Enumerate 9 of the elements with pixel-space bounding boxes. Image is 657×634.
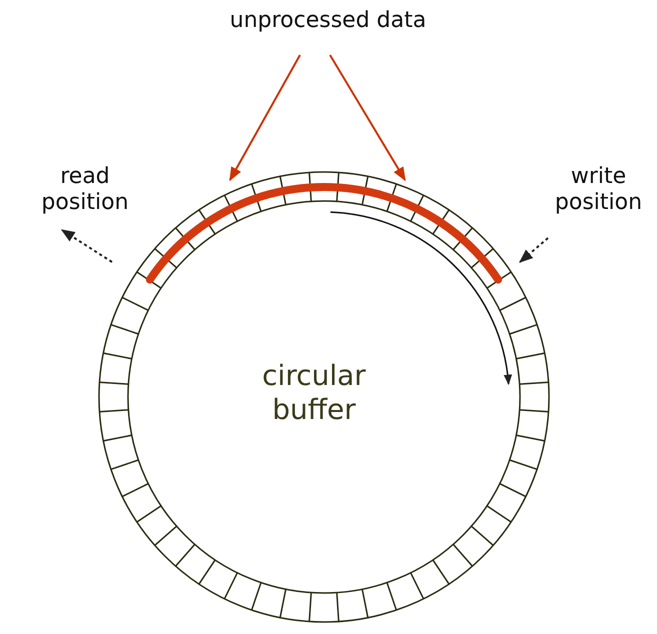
arrow bbox=[229, 54, 301, 182]
arrow bbox=[329, 54, 406, 182]
node-label: circular buffer bbox=[261, 359, 367, 427]
callout-text: write position bbox=[540, 164, 657, 216]
highlight-arc bbox=[146, 183, 502, 284]
callout-text: unprocessed data bbox=[178, 8, 478, 34]
arrow bbox=[518, 237, 549, 263]
arrow bbox=[60, 229, 113, 263]
callout-text: read position bbox=[30, 164, 140, 216]
